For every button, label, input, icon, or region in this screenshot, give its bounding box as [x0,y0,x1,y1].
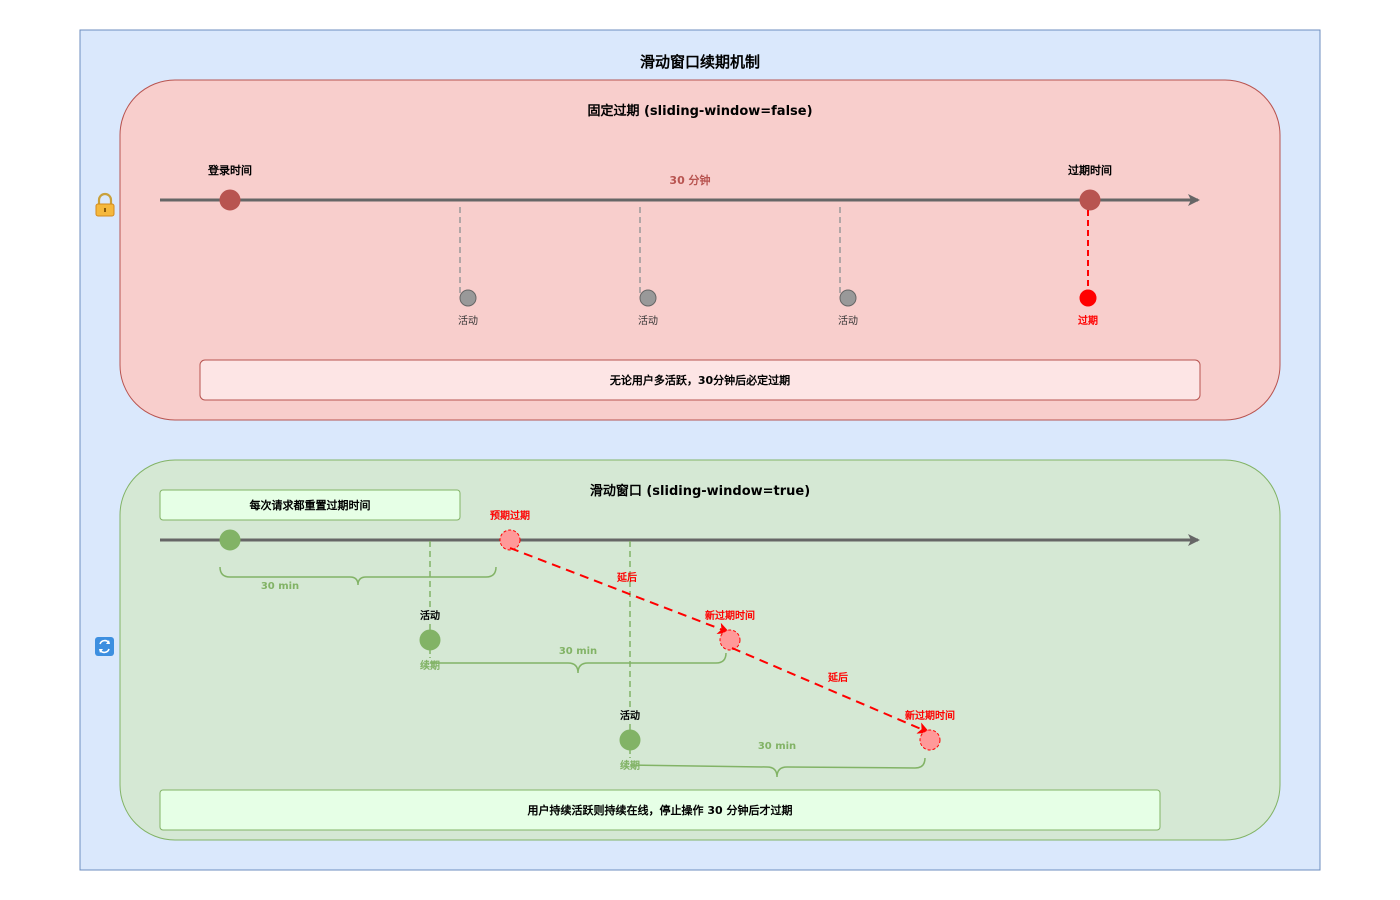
activity-point [419,629,441,651]
delay-arrow [509,547,730,635]
reset-note-box [159,489,461,521]
sliding-section-title: 滑动窗口 (sliding-window=true) [590,483,810,499]
window-brace [219,566,497,586]
window-brace [430,652,727,674]
activity-label: 活动 [838,315,858,327]
fixed-note-text: 无论用户多活跃，30分钟后必定过期 [609,373,790,387]
expected-expire-point [499,529,521,551]
reset-note-text: 每次请求都重置过期时间 [250,498,371,512]
activity-point [639,289,657,307]
login-time-label: 登录时间 [207,163,252,177]
expired-label: 过期 [1078,314,1098,327]
window-brace [629,757,926,778]
window-label: 30 min [559,646,597,657]
window-label: 30 min [758,741,796,752]
activity-point [619,729,641,751]
sliding-note-text: 用户持续活跃则持续在线，停止操作 30 分钟后才过期 [528,803,793,817]
delay-label: 延后 [616,571,637,584]
new-expire-point [719,629,741,651]
fixed-expiration-section: 固定过期 (sliding-window=false) 30 分钟 登录时间 过… [95,79,1281,421]
window-label: 30 min [261,581,299,592]
activity-point [839,289,857,307]
lock-icon [95,192,115,217]
sliding-window-section: 滑动窗口 (sliding-window=true) 每次请求都重置过期时间 预… [95,459,1281,841]
activity-point [459,289,477,307]
expire-time-point [1079,189,1101,211]
expire-time-label: 过期时间 [1068,163,1112,177]
sliding-section-box [119,459,1281,841]
activity-label: 活动 [420,609,440,622]
sliding-note-box [159,789,1161,831]
fixed-section-title: 固定过期 (sliding-window=false) [587,103,812,119]
fixed-duration-label: 30 分钟 [669,173,710,187]
fixed-section-box [119,79,1281,421]
expired-point [1079,289,1097,307]
new-expire-label: 新过期时间 [705,609,755,622]
new-expire-point [919,729,941,751]
fixed-note-box [199,359,1201,401]
diagram-title: 滑动窗口续期机制 [640,53,760,71]
new-expire-label: 新过期时间 [905,709,955,722]
expected-expire-label: 预期过期 [490,509,530,522]
delay-arrow [731,647,930,734]
activity-label: 活动 [638,315,658,327]
delay-label: 延后 [827,671,848,684]
sliding-login-point [219,529,241,551]
refresh-icon [95,637,114,656]
renew-label: 续期 [420,659,440,672]
login-time-point [219,189,241,211]
activity-label: 活动 [620,709,640,722]
activity-label: 活动 [458,315,478,327]
